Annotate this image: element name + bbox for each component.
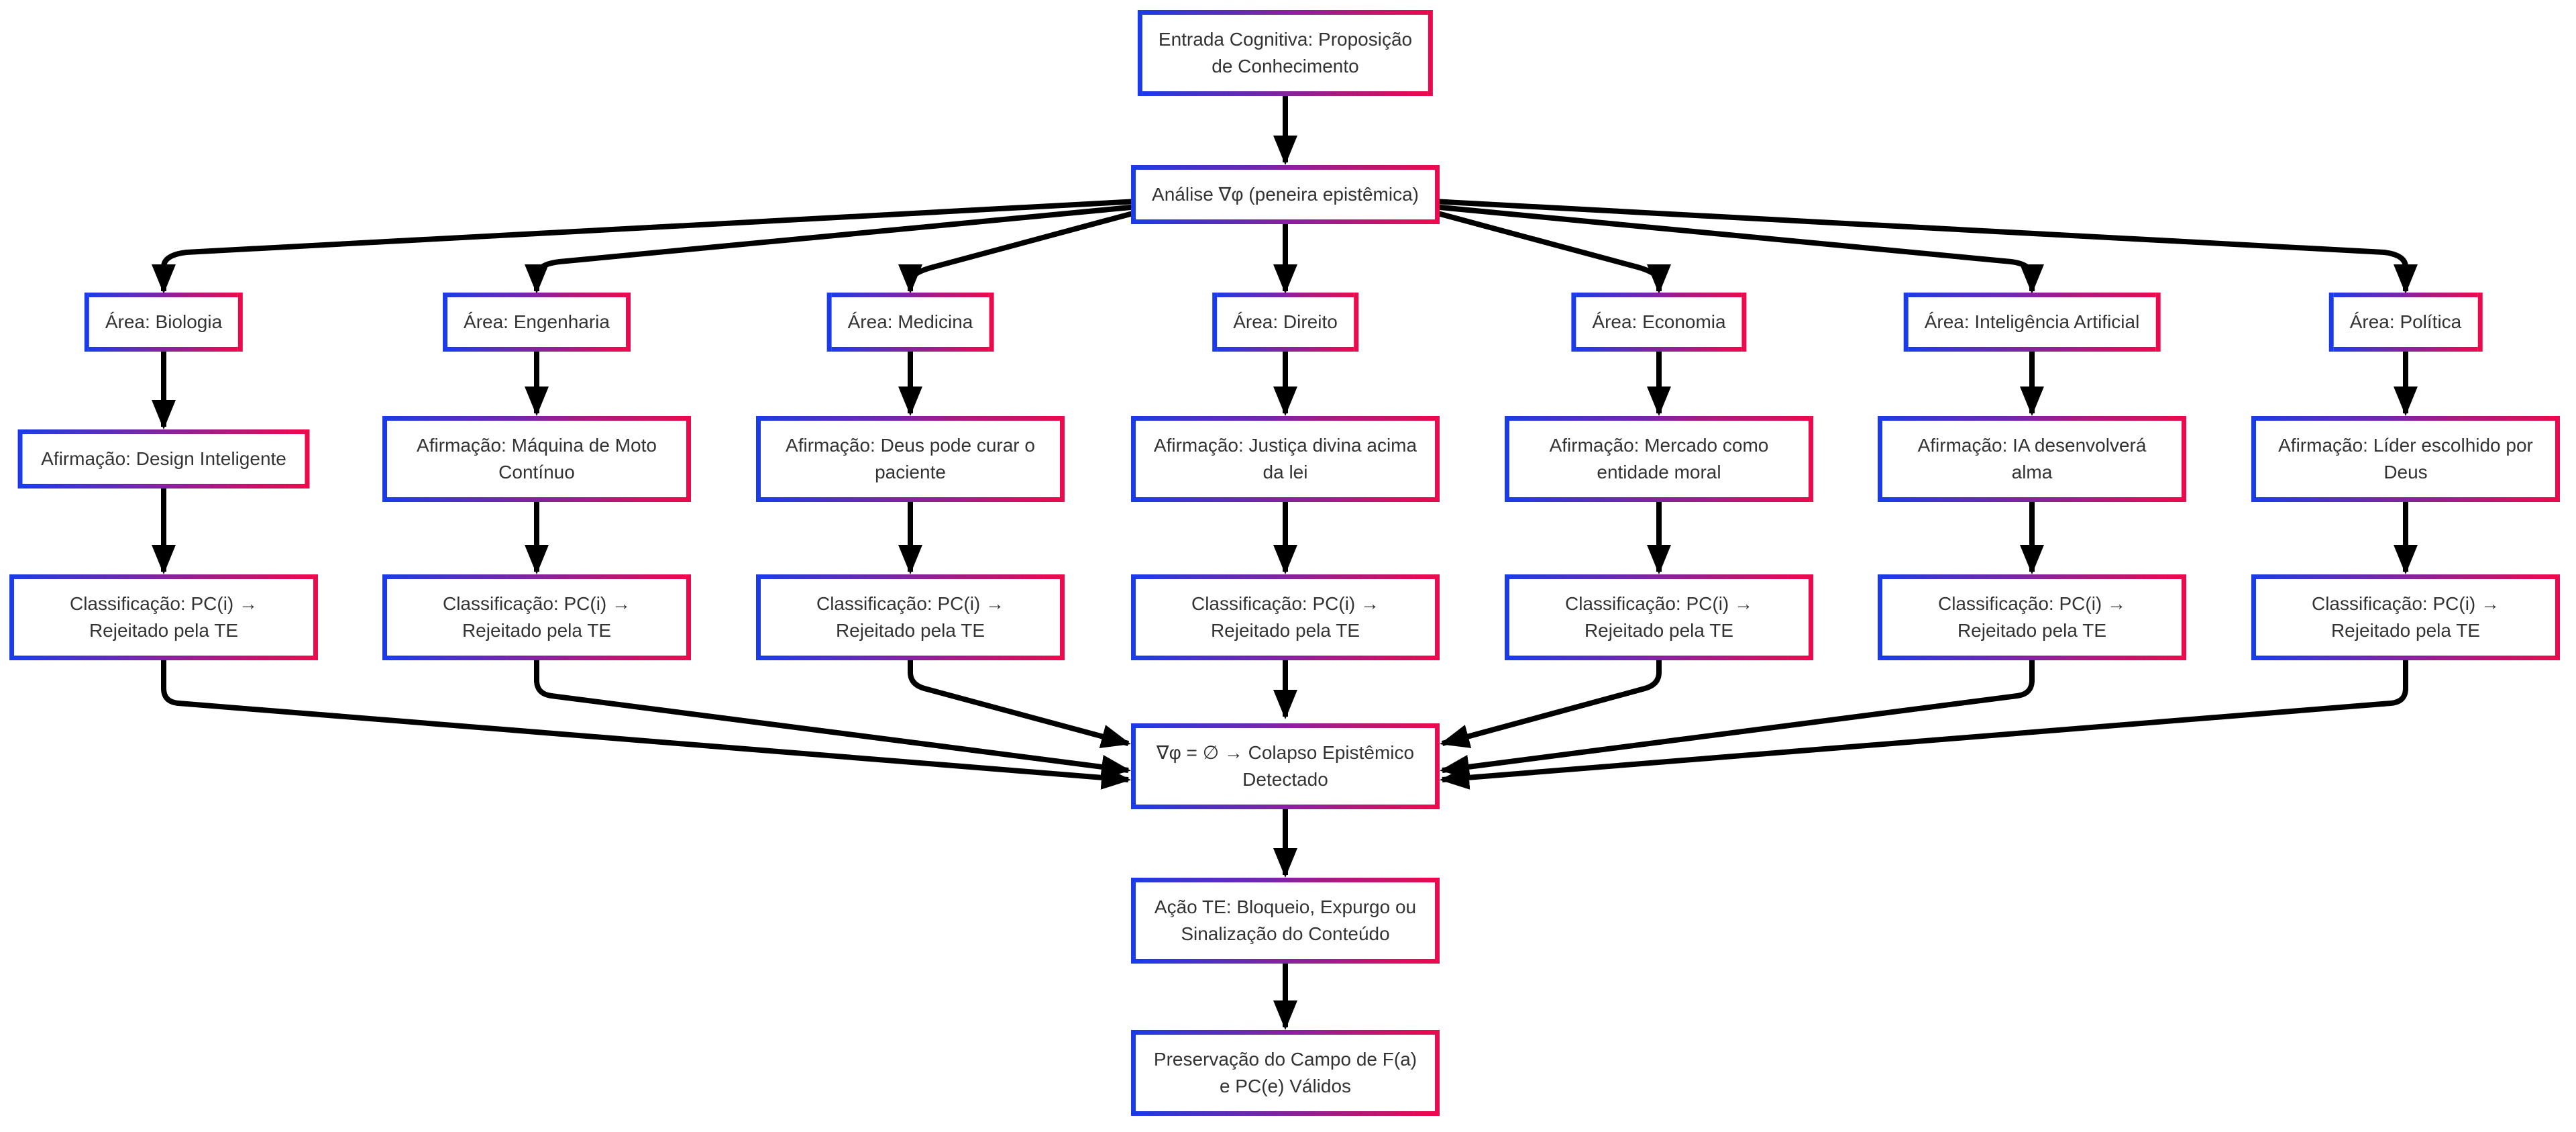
edge-analise-to-area-6 xyxy=(1432,204,2044,294)
node-classificacao-economia: Classificação: PC(i) → Rejeitado pela TE xyxy=(1505,574,1813,660)
edge-analise-to-area-5 xyxy=(1432,209,1671,294)
node-area-inteligencia-artificial: Área: Inteligência Artificial xyxy=(1903,293,2161,352)
node-classificacao-direito: Classificação: PC(i) → Rejeitado pela TE xyxy=(1131,574,1440,660)
node-afirmacao-engenharia: Afirmação: Máquina de Moto Contínuo xyxy=(382,416,691,502)
edge-analise-to-area-1 xyxy=(152,199,1138,294)
edge-analise-to-area-3 xyxy=(898,209,1139,294)
node-afirmacao-economia: Afirmação: Mercado como entidade moral xyxy=(1505,416,1813,502)
node-afirmacao-medicina: Afirmação: Deus pode curar o paciente xyxy=(756,416,1065,502)
node-preservacao-campo: Preservação do Campo de F(a) e PC(e) Vál… xyxy=(1131,1030,1440,1116)
edge-analise-to-area-7 xyxy=(1432,199,2418,294)
node-classificacao-politica: Classificação: PC(i) → Rejeitado pela TE xyxy=(2251,574,2560,660)
node-afirmacao-politica: Afirmação: Líder escolhido por Deus xyxy=(2251,416,2560,502)
node-analise-peneira: Análise ∇φ (peneira epistêmica) xyxy=(1131,165,1440,224)
edge-analise-to-area-2 xyxy=(525,204,1138,294)
node-area-biologia: Área: Biologia xyxy=(84,293,244,352)
node-area-economia: Área: Economia xyxy=(1571,293,1747,352)
edge-classificacao-3-to-colapso xyxy=(908,660,1131,748)
node-classificacao-inteligencia-artificial: Classificação: PC(i) → Rejeitado pela TE xyxy=(1878,574,2186,660)
node-afirmacao-inteligencia-artificial: Afirmação: IA desenvolverá alma xyxy=(1878,416,2186,502)
node-classificacao-medicina: Classificação: PC(i) → Rejeitado pela TE xyxy=(756,574,1065,660)
edge-classificacao-6-to-colapso xyxy=(1440,660,2035,779)
node-acao-te: Ação TE: Bloqueio, Expurgo ou Sinalizaçã… xyxy=(1131,878,1440,964)
node-classificacao-engenharia: Classificação: PC(i) → Rejeitado pela TE xyxy=(382,574,691,660)
node-colapso-epistemico: ∇φ = ∅ → Colapso Epistêmico Detectado xyxy=(1131,723,1440,809)
node-entrada-cognitiva: Entrada Cognitiva: Proposição de Conheci… xyxy=(1137,10,1434,96)
node-classificacao-biologia: Classificação: PC(i) → Rejeitado pela TE xyxy=(9,574,318,660)
node-area-medicina: Área: Medicina xyxy=(826,293,994,352)
edge-classificacao-7-to-colapso xyxy=(1440,660,2408,790)
node-area-politica: Área: Política xyxy=(2328,293,2483,352)
node-afirmacao-direito: Afirmação: Justiça divina acima da lei xyxy=(1131,416,1440,502)
node-afirmacao-biologia: Afirmação: Design Inteligente xyxy=(17,429,310,488)
node-area-engenharia: Área: Engenharia xyxy=(443,293,631,352)
node-area-direito: Área: Direito xyxy=(1212,293,1358,352)
edge-classificacao-5-to-colapso xyxy=(1440,660,1662,748)
edge-classificacao-2-to-colapso xyxy=(534,660,1131,779)
edge-classificacao-1-to-colapso xyxy=(161,660,1131,790)
